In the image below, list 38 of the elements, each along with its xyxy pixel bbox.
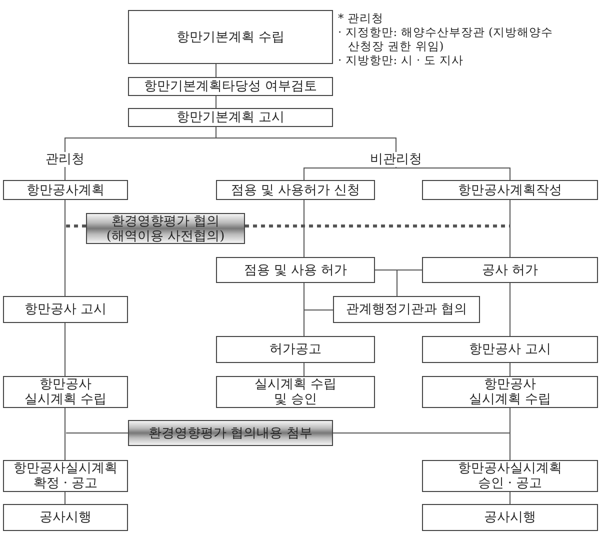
connector-line: [332, 432, 510, 434]
connector-line: [64, 322, 66, 376]
process-box: 공사시행: [3, 504, 128, 531]
connector-line: [64, 200, 66, 296]
process-box: 항만공사 고시: [422, 336, 598, 363]
connector-line: [396, 166, 510, 180]
process-box: 점용 및 사용허가 신청: [216, 180, 375, 200]
process-box: 항만공사실시계획 확정 · 공고: [3, 460, 128, 492]
process-box: 항만기본계획 수립: [128, 10, 333, 64]
connector-line: [66, 432, 128, 434]
process-box: 항만공사실시계획 승인 · 공고: [422, 460, 598, 492]
branch-label: 관리청: [45, 152, 85, 167]
highlight-box: 환경영향평가 협의내용 첨부: [128, 420, 333, 446]
connector-line: [396, 270, 422, 296]
process-box: 공사시행: [422, 504, 598, 531]
process-box: 실시계획 수립 및 승인: [216, 376, 375, 408]
dotted-connector: [245, 224, 510, 228]
process-box: 항만기본계획타당성 여부검토: [128, 77, 333, 96]
connector-line: [304, 282, 334, 310]
connector-line: [216, 126, 396, 152]
process-box: 항만공사계획작성: [422, 180, 598, 200]
dotted-connector: [65, 224, 86, 228]
process-box: 항만공사 실시계획 수립: [3, 376, 128, 408]
process-box: 공사 허가: [422, 257, 598, 283]
highlight-box: 환경영향평가 협의 (해역이용 사전협의): [86, 213, 245, 244]
connector-line: [64, 408, 66, 460]
process-box: 관계행정기관과 협의: [333, 296, 480, 323]
note-text: * 관리청 · 지정항만: 해양수산부장관 (지방해양수산청장 권한 위임) · 지방항만: 시 · 도 지사: [338, 11, 553, 67]
process-box: 항만기본계획 고시: [128, 108, 333, 127]
process-box: 항만공사 고시: [3, 296, 128, 323]
connector-line: [304, 166, 396, 180]
connector-line: [64, 492, 66, 504]
connector-line: [64, 166, 66, 180]
branch-label: 비관리청: [370, 152, 422, 167]
process-box: 항만공사계획: [3, 180, 128, 200]
process-box: 항만공사 실시계획 수립: [422, 376, 598, 408]
process-box: 점용 및 사용 허가: [216, 257, 375, 283]
process-box: 허가공고: [216, 336, 375, 363]
